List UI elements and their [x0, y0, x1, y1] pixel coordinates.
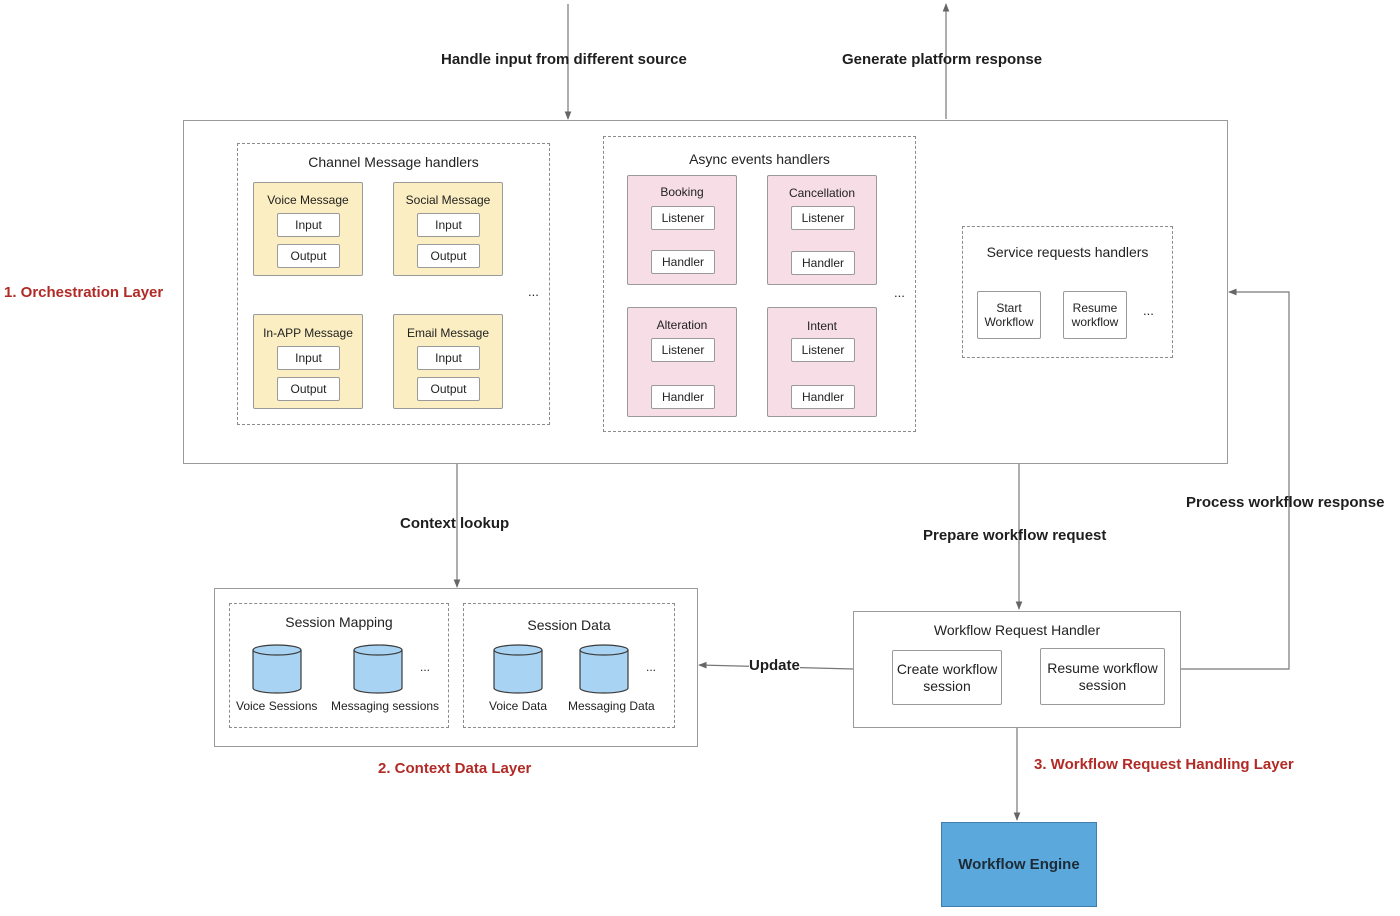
cancellation-handler-box: Handler — [791, 251, 855, 275]
create-workflow-session-box: Create workflow session — [892, 650, 1002, 705]
booking-listener: Listener — [651, 206, 715, 230]
email-message-handler: Email Message Input Output — [393, 314, 503, 409]
input-source-label: Handle input from different source — [441, 51, 687, 68]
orchestration-layer-label: 1. Orchestration Layer — [4, 284, 164, 301]
workflow-engine: Workflow Engine — [941, 822, 1097, 907]
channel-ellipsis: ... — [528, 284, 539, 299]
context-lookup-label: Context lookup — [400, 515, 510, 532]
session-data-ellipsis: ... — [646, 660, 657, 674]
service-ellipsis: ... — [1143, 303, 1154, 318]
async-title: Async events handlers — [689, 151, 830, 167]
resume-workflow-box: Resume workflow — [1063, 291, 1127, 339]
voice-data-db-icon — [493, 644, 543, 694]
process-response-label: Process workflow response — [1186, 494, 1385, 511]
email-input: Input — [417, 346, 480, 370]
platform-response-label: Generate platform response — [842, 51, 1043, 68]
intent-handler-box: Handler — [791, 385, 855, 409]
voice-data-label: Voice Data — [489, 699, 548, 713]
alteration-handler: Alteration Listener Handler — [627, 307, 737, 417]
channel-title: Channel Message handlers — [308, 154, 479, 170]
session-mapping-title: Session Mapping — [285, 614, 393, 630]
in-app-input: Input — [277, 346, 340, 370]
social-message-handler: Social Message Input Output — [393, 182, 503, 276]
intent-handler: Intent Listener Handler — [767, 307, 877, 417]
session-data-title: Session Data — [527, 617, 611, 633]
messaging-sessions-db-icon — [353, 644, 403, 694]
cancellation-listener: Listener — [791, 206, 855, 230]
session-mapping-ellipsis: ... — [420, 660, 431, 674]
social-output: Output — [417, 244, 480, 268]
voice-sessions-db-icon — [252, 644, 302, 694]
alteration-handler-box: Handler — [651, 385, 715, 409]
social-input: Input — [417, 213, 480, 237]
start-workflow-box: Start Workflow — [977, 291, 1041, 339]
resume-workflow-session-box: Resume workflow session — [1040, 648, 1165, 705]
prepare-request-label: Prepare workflow request — [923, 527, 1107, 544]
booking-handler: Booking Listener Handler — [627, 175, 737, 285]
cancellation-handler: Cancellation Listener Handler — [767, 175, 877, 285]
messaging-data-label: Messaging Data — [568, 699, 655, 713]
context-layer-label: 2. Context Data Layer — [378, 760, 532, 777]
email-output: Output — [417, 377, 480, 401]
workflow-layer-label: 3. Workflow Request Handling Layer — [1034, 756, 1294, 773]
async-ellipsis: ... — [894, 285, 905, 300]
in-app-output: Output — [277, 377, 340, 401]
process-response-arrow — [1180, 288, 1290, 670]
in-app-message-handler: In-APP Message Input Output — [253, 314, 363, 409]
intent-listener: Listener — [791, 338, 855, 362]
voice-message-handler: Voice Message Input Output — [253, 182, 363, 276]
messaging-sessions-label: Messaging sessions — [331, 699, 440, 713]
alteration-listener: Listener — [651, 338, 715, 362]
booking-handler-box: Handler — [651, 250, 715, 274]
voice-input: Input — [277, 213, 340, 237]
voice-sessions-label: Voice Sessions — [236, 699, 318, 713]
voice-output: Output — [277, 244, 340, 268]
messaging-data-db-icon — [579, 644, 629, 694]
workflow-request-handler-title: Workflow Request Handler — [933, 622, 1101, 638]
service-title: Service requests handlers — [986, 244, 1149, 260]
update-label: Update — [749, 657, 800, 674]
